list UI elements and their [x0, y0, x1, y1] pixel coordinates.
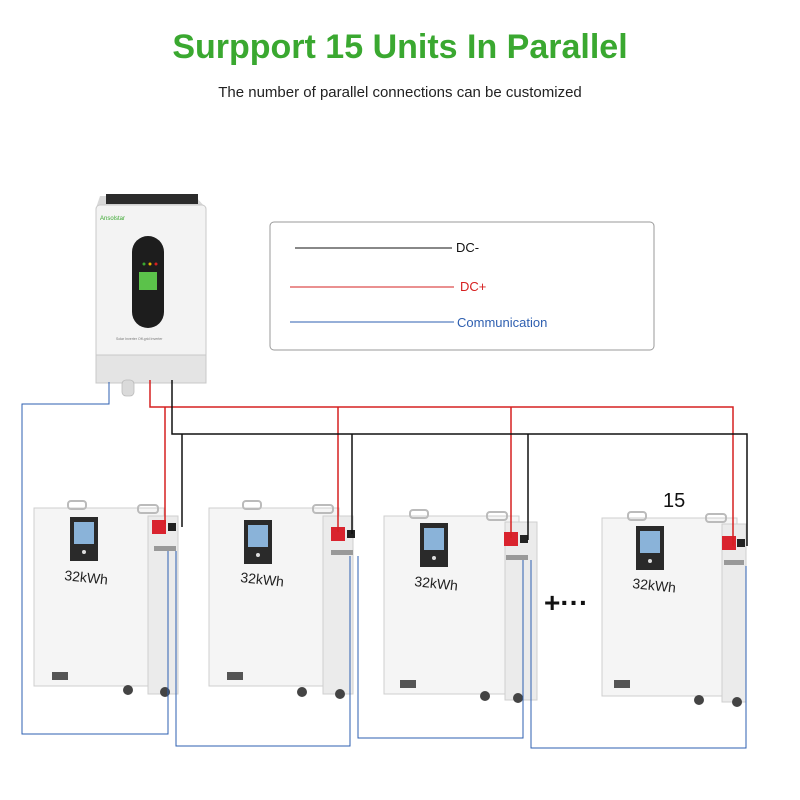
battery-negative-terminal: [347, 530, 355, 538]
battery-wheel: [614, 680, 630, 688]
battery-wheel: [480, 691, 490, 701]
battery-handle: [486, 511, 508, 521]
battery-unit: 32kWh: [33, 500, 179, 697]
battery-bms-display: [74, 522, 94, 544]
battery-comm-ports: [506, 555, 528, 560]
inverter-model-text: Solar Inverter Off-grid Inverter: [116, 337, 163, 341]
legend-communication-label: Communication: [457, 315, 547, 330]
legend-dc-positive-label: DC+: [460, 279, 486, 294]
battery-wheel: [335, 689, 345, 699]
inverter-led-icon: [142, 262, 146, 266]
battery-handle: [312, 504, 334, 514]
battery-wheel: [52, 672, 68, 680]
battery-comm-ports: [724, 560, 744, 565]
battery-positive-terminal: [152, 520, 166, 534]
battery-capacity-label: 32kWh: [414, 573, 459, 593]
dc-positive-wiring: [149, 380, 734, 546]
battery-side-panel: [322, 515, 354, 695]
battery-negative-terminal: [737, 539, 745, 547]
inverter-led-icon: [154, 262, 158, 266]
battery-positive-terminal: [331, 527, 345, 541]
battery-bms-display: [640, 531, 660, 553]
battery-handle: [67, 500, 87, 510]
battery-handle: [705, 513, 727, 523]
legend-dc-negative-label: DC-: [456, 240, 479, 255]
dc-negative-wiring: [171, 380, 748, 546]
page-subtitle: The number of parallel connections can b…: [218, 84, 582, 101]
battery-body: [383, 515, 520, 695]
battery-power-button-icon: [648, 559, 652, 563]
inverter-lcd-screen: [139, 272, 157, 290]
battery-side-panel: [721, 523, 747, 703]
battery-wheel: [513, 693, 523, 703]
battery-body: [601, 517, 738, 697]
battery-side-panel: [147, 515, 179, 695]
battery-wheel: [732, 697, 742, 707]
battery-capacity-label: 32kWh: [240, 569, 285, 589]
inverter-bottom-panel: [95, 354, 207, 384]
communication-wiring: [21, 382, 747, 749]
battery-negative-terminal: [168, 523, 176, 531]
battery-negative-terminal: [520, 535, 528, 543]
battery-handle: [409, 509, 429, 519]
inverter-cable-gland: [121, 379, 135, 397]
battery-unit: 32kWh: [208, 500, 355, 699]
legend-box: [269, 221, 655, 351]
battery-handle: [627, 511, 647, 521]
battery-power-button-icon: [256, 553, 260, 557]
battery-body: [208, 507, 340, 687]
inverter: Ansolstar Solar Inverter Off-grid Invert…: [95, 194, 207, 397]
battery-power-button-icon: [432, 556, 436, 560]
page-title: Surpport 15 Units In Parallel: [172, 28, 628, 66]
battery-side-panel: [504, 521, 538, 701]
battery-wheel: [400, 680, 416, 688]
battery-bms-display: [424, 528, 444, 550]
battery-capacity-label: 32kWh: [64, 567, 109, 587]
inverter-brand: Ansolstar: [100, 216, 125, 222]
battery-handle: [242, 500, 262, 510]
comm-link-inverter-to-battery-1: [21, 382, 169, 735]
battery-body: [33, 507, 165, 687]
battery-unit: 15 32kWh: [601, 490, 747, 707]
comm-link-battery-3-to-15: [530, 560, 747, 749]
legend: DC- DC+ Communication: [269, 221, 655, 351]
battery-unit: 32kWh: [383, 509, 538, 703]
battery-power-button-icon: [82, 550, 86, 554]
inverter-top-bracket: [106, 194, 198, 204]
battery-wheel: [227, 672, 243, 680]
battery-wheel: [123, 685, 133, 695]
inverter-led-icon: [148, 262, 152, 266]
comm-link-battery-1-to-2: [175, 551, 351, 747]
battery-capacity-label: 32kWh: [632, 575, 677, 595]
battery-comm-ports: [331, 550, 353, 555]
battery-positive-terminal: [504, 532, 518, 546]
battery-wheel: [694, 695, 704, 705]
battery-positive-terminal: [722, 536, 736, 550]
battery-wheel: [297, 687, 307, 697]
dc-negative-bus: [171, 380, 748, 546]
battery-handle: [137, 504, 159, 514]
more-units-ellipsis: +···: [544, 587, 588, 618]
battery-comm-ports: [154, 546, 176, 551]
comm-link-battery-2-to-3: [357, 556, 524, 739]
dc-positive-bus: [149, 380, 734, 546]
unit-count-label: 15: [663, 490, 685, 512]
battery-bms-display: [248, 525, 268, 547]
